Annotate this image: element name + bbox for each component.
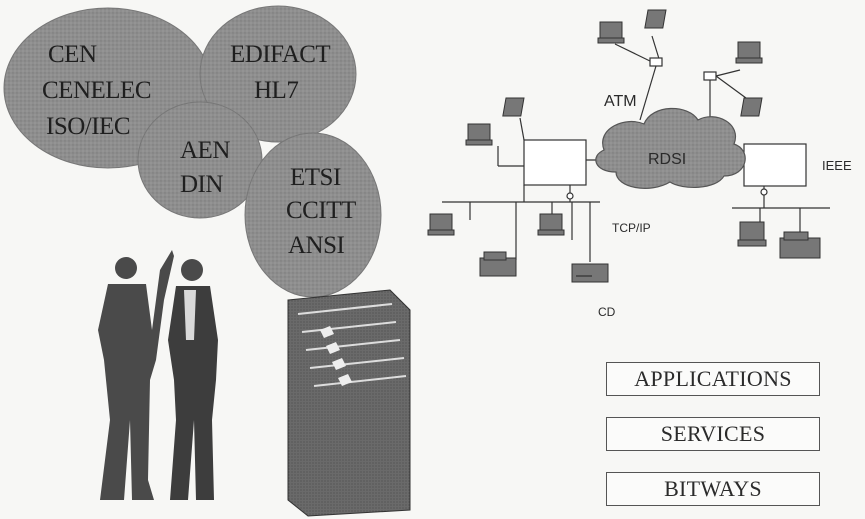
din-label: DIN — [180, 171, 223, 198]
document-stack — [288, 290, 410, 516]
applications-layer-box: APPLICATIONS — [606, 362, 820, 396]
standards-organizations-cluster: CEN CENELEC ISO/IEC EDIFACT HL7 AEN DIN … — [4, 6, 381, 297]
cen-label: CEN — [48, 41, 97, 68]
ieee-label: IEEE — [822, 158, 852, 173]
hl7-label: HL7 — [254, 77, 298, 104]
cd-label: CD — [598, 305, 616, 319]
computer-icon — [466, 124, 492, 145]
aen-label: AEN — [180, 137, 230, 164]
services-layer-box: SERVICES — [606, 417, 820, 451]
iso-iec-label: ISO/IEC — [46, 113, 130, 140]
computer-icon — [736, 42, 762, 63]
computer-icon — [598, 22, 624, 43]
etsi-label: ETSI — [290, 164, 341, 191]
computer-icon — [428, 214, 454, 235]
cenelec-label: CENELEC — [42, 77, 151, 104]
ansi-label: ANSI — [288, 232, 345, 259]
printer-icon — [780, 232, 820, 258]
cd-drive-icon — [572, 264, 608, 282]
terminal-icon — [645, 10, 666, 28]
ccitt-label: CCITT — [286, 197, 356, 224]
people-silhouette — [98, 250, 218, 500]
rdsi-label: RDSI — [648, 151, 686, 168]
computer-icon — [738, 222, 766, 246]
bitways-layer-box: BITWAYS — [606, 472, 820, 506]
printer-icon — [480, 252, 516, 276]
terminal-icon — [741, 98, 762, 116]
edifact-label: EDIFACT — [230, 41, 330, 68]
tcpip-label: TCP/IP — [612, 221, 651, 235]
atm-label: ATM — [604, 93, 637, 110]
terminal-icon — [503, 98, 524, 116]
rdsi-cloud — [596, 108, 745, 188]
computer-icon — [538, 214, 564, 235]
